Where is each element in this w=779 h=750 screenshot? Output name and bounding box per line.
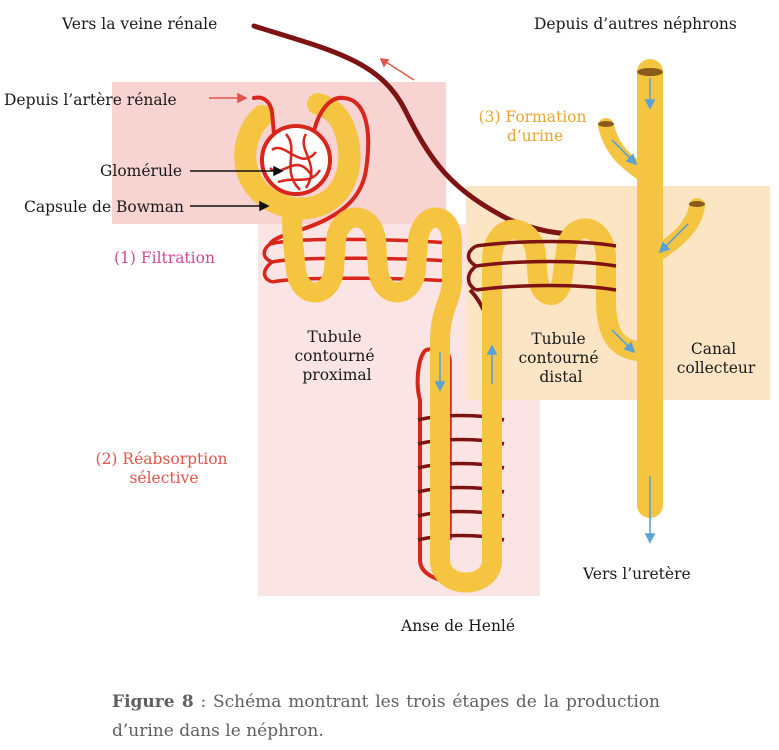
- step-filtration: (1) Filtration: [114, 249, 215, 267]
- step-urine-line2: d’urine: [507, 127, 563, 145]
- label-collecting: Canal collecteur: [677, 340, 756, 377]
- label-proximal-line2: contourné: [294, 347, 374, 365]
- blood-flow-arrows: [209, 58, 415, 104]
- label-collecting-line2: collecteur: [677, 359, 756, 377]
- renal-vein-vessel: [251, 23, 603, 243]
- label-glomerulus: Glomérule: [100, 162, 182, 180]
- bowman-capsule: [234, 93, 361, 220]
- label-collecting-line1: Canal: [691, 340, 736, 358]
- step-reabsorption-line1: (2) Réabsorption: [96, 450, 228, 468]
- label-proximal-line3: proximal: [302, 366, 371, 384]
- step-reabsorption: (2) Réabsorption sélective: [96, 450, 233, 487]
- collecting-duct: [598, 59, 705, 518]
- label-distal-line2: contourné: [518, 349, 598, 367]
- label-distal: Tubule contourné distal: [518, 330, 603, 386]
- distal-tubule: [482, 218, 660, 362]
- figure-caption-text: : Schéma montrant les trois étapes de la…: [112, 692, 660, 741]
- label-other-nephrons: Depuis d’autres néphrons: [534, 15, 737, 33]
- proximal-tubule: [282, 200, 502, 593]
- label-ureter: Vers l’uretère: [582, 565, 691, 583]
- step-reabsorption-line2: sélective: [129, 469, 198, 487]
- urine-flow-arrows: [434, 78, 689, 544]
- nephron-diagram: Vers la veine rénale Depuis l’artère rén…: [4, 15, 770, 635]
- step-urine-line1: (3) Formation: [479, 108, 587, 126]
- label-pointers: [190, 165, 284, 212]
- label-proximal-line1: Tubule: [307, 328, 361, 346]
- label-artery: Depuis l’artère rénale: [4, 91, 177, 109]
- label-vein: Vers la veine rénale: [61, 15, 217, 33]
- peritubular-capillary-distal: [466, 239, 617, 292]
- label-proximal: Tubule contourné proximal: [294, 328, 379, 384]
- afferent-arteriole: [252, 95, 276, 136]
- step-urine: (3) Formation d’urine: [479, 108, 592, 145]
- glomerulus: [260, 124, 332, 196]
- figure-caption: Figure 8 : Schéma montrant les trois éta…: [112, 688, 660, 746]
- label-distal-line3: distal: [539, 368, 582, 386]
- label-bowman: Capsule de Bowman: [24, 198, 184, 216]
- label-distal-line1: Tubule: [531, 330, 585, 348]
- label-henle: Anse de Henlé: [400, 617, 515, 635]
- figure-caption-label: Figure 8: [112, 692, 194, 712]
